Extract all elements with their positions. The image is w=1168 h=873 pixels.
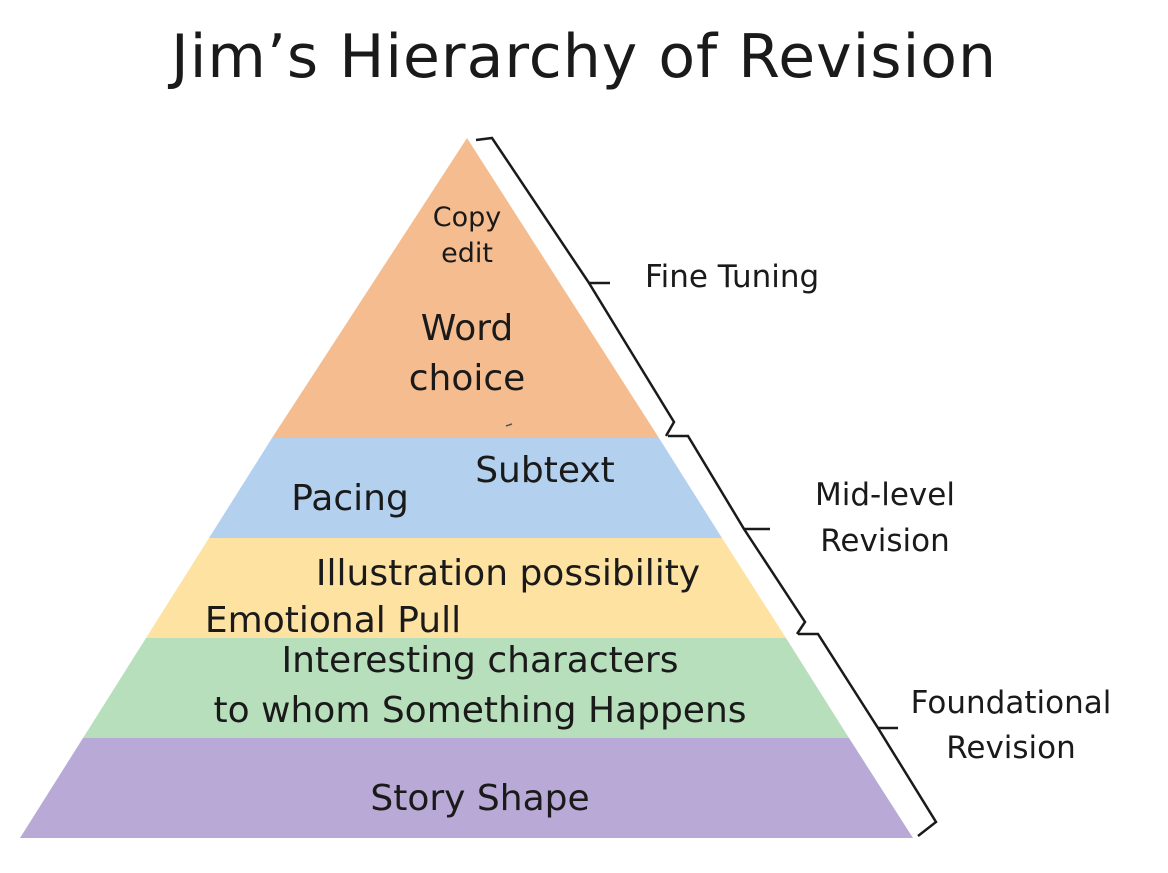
- label-mid-level-1: Mid-level: [815, 477, 955, 513]
- label-interesting: Interesting characters: [282, 640, 679, 681]
- layer-fine-tuning: [272, 138, 659, 438]
- label-mid-level-2: Revision: [820, 523, 950, 559]
- label-fine-tuning: Fine Tuning: [645, 259, 819, 295]
- layer-yellow: [146, 538, 786, 638]
- label-copy-edit-1: Copy: [433, 202, 502, 233]
- label-word-choice-2: choice: [409, 358, 526, 399]
- label-illustration: Illustration possibility: [316, 553, 700, 594]
- label-copy-edit-2: edit: [441, 238, 493, 269]
- label-word-choice-1: Word: [421, 308, 514, 349]
- label-emotional-pull: Emotional Pull: [205, 600, 461, 641]
- label-pacing: Pacing: [291, 478, 409, 519]
- layer-green: [83, 638, 849, 738]
- label-subtext: Subtext: [475, 450, 615, 491]
- tick-mark: [505, 423, 513, 427]
- layer-purple: [20, 738, 913, 838]
- bracket-foundational: [798, 632, 938, 837]
- layer-blue: [209, 438, 722, 538]
- bracket-mid-level: [668, 434, 807, 635]
- label-foundational-1: Foundational: [911, 685, 1112, 721]
- label-foundational-2: Revision: [946, 730, 1076, 766]
- label-story-shape: Story Shape: [370, 778, 589, 819]
- bracket-fine-tuning: [475, 136, 676, 437]
- page-title: Jim’s Hierarchy of Revision: [171, 22, 997, 92]
- label-something-happens: to whom Something Happens: [213, 690, 746, 731]
